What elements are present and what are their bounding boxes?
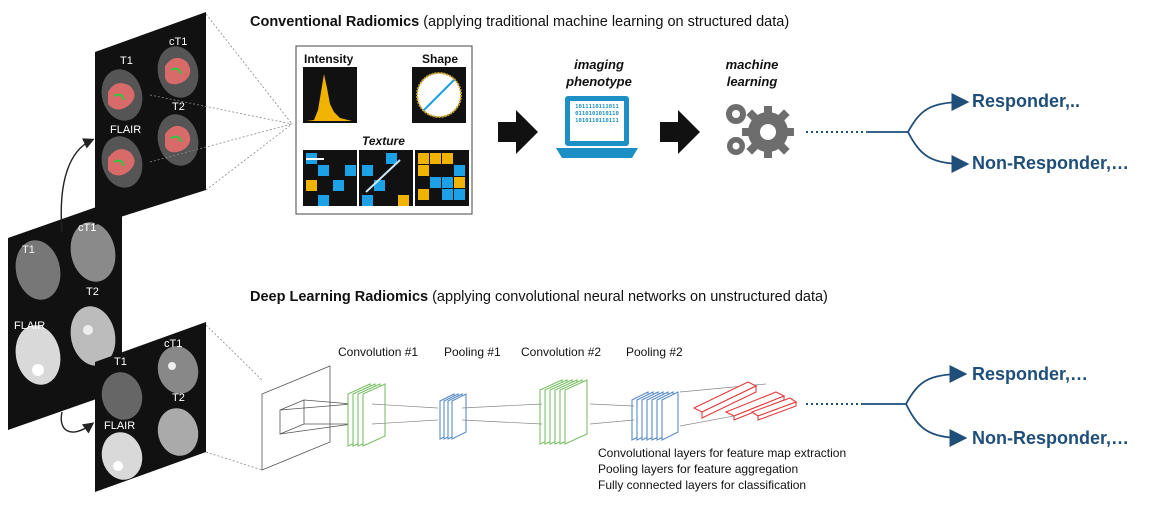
mri-top-label-ct1: cT1 [169, 36, 188, 48]
cnn-conv2-maps-slab [564, 379, 588, 445]
cnn-conv1-maps-slab [362, 383, 386, 447]
arrow-to-segmented [60, 138, 95, 233]
arrow-to-raw [60, 411, 95, 434]
layer-label-pool1: Pooling #1 [444, 345, 501, 359]
deep-title-rest: (applying convolutional neural networks … [428, 289, 828, 305]
feature-texture-label: Texture [362, 134, 405, 148]
imaging-phenotype-line1: imaging [574, 57, 624, 72]
cnn-pool2-maps-slab [661, 391, 679, 441]
feature-shape-label: Shape [422, 52, 459, 66]
layer-label-conv2: Convolution #2 [521, 345, 602, 359]
layer-label-pool2: Pooling #2 [626, 345, 683, 359]
conventional-title: Conventional Radiomics (applying traditi… [250, 14, 789, 30]
flow-arrow-2 [660, 110, 700, 154]
conventional-title-bold: Conventional Radiomics [250, 14, 420, 30]
monitor-icon [556, 96, 638, 158]
projection-lines-top [149, 13, 293, 191]
cnn-fc-layers [692, 381, 798, 421]
binary-code-display: 1011110111011 0110101010110 101011011011… [571, 104, 623, 125]
feature-intensity-label: Intensity [304, 52, 354, 66]
cnn-pool1-maps-slab [451, 393, 467, 440]
machine-learning-line1: machine [725, 57, 779, 72]
mri-slab-raw [95, 322, 206, 492]
mri-mid-label-ct1: cT1 [78, 222, 97, 234]
outcome-nonresponder-top: Non-Responder,… [972, 153, 1130, 173]
deep-title-bold: Deep Learning Radiomics [250, 289, 429, 305]
legend-conv: Convolutional layers for feature map ext… [598, 446, 847, 460]
outcome-responder-top: Responder,.. [972, 91, 1081, 111]
texture-grid-1 [303, 150, 357, 206]
mri-bottom-label-t1: T1 [114, 356, 127, 368]
cnn-pool2-maps [631, 391, 679, 441]
branch-nonresponder-bottom [905, 403, 968, 447]
gears-icon [726, 104, 794, 158]
mri-top-label-t2: T2 [172, 101, 185, 113]
binary-line: 1011110111011 [575, 104, 619, 110]
mri-mid-label-t2: T2 [86, 286, 99, 298]
texture-grid-2 [359, 150, 413, 206]
flow-arrow-1 [498, 110, 538, 154]
branch-responder-bottom [905, 365, 968, 405]
layer-label-conv1: Convolution #1 [338, 345, 419, 359]
cnn-pool1-maps [439, 393, 467, 440]
histogram-plot [303, 67, 357, 123]
mri-slab-segmented [95, 12, 206, 225]
cnn-conv1-maps [347, 383, 386, 447]
branch-responder-top [907, 93, 970, 133]
legend-fc: Fully connected layers for classificatio… [598, 478, 807, 492]
texture-grid-3 [415, 150, 469, 206]
binary-line: 1010110110111 [575, 118, 619, 124]
cnn-conv2-maps [539, 379, 588, 445]
cnn-input-volume [261, 365, 353, 471]
deep-title: Deep Learning Radiomics (applying convol… [250, 289, 828, 305]
imaging-phenotype-label: imaging phenotype [554, 56, 644, 90]
outcome-nonresponder-bottom: Non-Responder,… [972, 428, 1130, 448]
mri-bottom-label-flair: FLAIR [104, 420, 136, 432]
outcome-responder-bottom: Responder,… [972, 364, 1089, 384]
mri-top-label-t1: T1 [120, 55, 133, 67]
conventional-title-rest: (applying traditional machine learning o… [419, 14, 790, 30]
mri-slab-source [8, 198, 122, 430]
machine-learning-label: machine learning [712, 56, 792, 90]
shape-plot [412, 67, 466, 123]
projection-lines-bottom [205, 324, 263, 471]
mri-mid-label-t1: T1 [22, 244, 35, 256]
mri-mid-label-flair: FLAIR [14, 320, 46, 332]
machine-learning-line2: learning [726, 74, 778, 89]
mri-top-label-flair: FLAIR [110, 124, 142, 136]
mri-bottom-label-ct1: cT1 [164, 338, 183, 350]
legend-pool: Pooling layers for feature aggregation [598, 462, 799, 476]
imaging-phenotype-line2: phenotype [566, 74, 632, 89]
mri-bottom-label-t2: T2 [172, 392, 185, 404]
branch-nonresponder-top [907, 131, 970, 173]
binary-line: 0110101010110 [575, 111, 619, 117]
